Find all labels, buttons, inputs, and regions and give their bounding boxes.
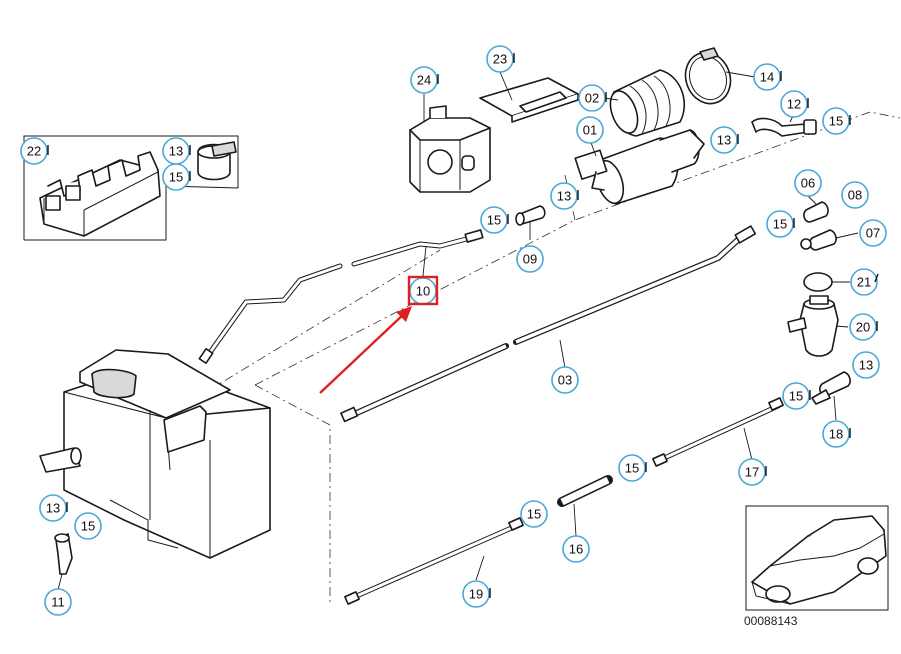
part-22-hose <box>652 397 784 467</box>
callout-label: 21 <box>857 275 871 290</box>
callout-label: 20 <box>856 320 870 335</box>
callout-13-inset: 13 <box>162 137 191 165</box>
callout-07: 07 <box>859 219 887 247</box>
part-clip-in-inset <box>197 141 237 181</box>
callout-15-center: 15 <box>618 454 647 482</box>
callout-13-right: 13 <box>852 351 880 379</box>
callout-20: 24 <box>410 66 439 94</box>
callout-label: 02 <box>585 91 599 106</box>
callout-label: 18 <box>829 427 843 442</box>
assembly-outline <box>159 111 901 605</box>
part-18-cable-bracket <box>39 151 161 237</box>
callout-label: 13 <box>46 501 60 516</box>
callout-10: 10 <box>409 277 438 305</box>
reservoir-neck <box>39 447 82 473</box>
callout-17: 21 <box>850 268 879 296</box>
callout-label: 01 <box>583 123 597 138</box>
callout-label: 14 <box>760 70 774 85</box>
part-10-hose <box>198 229 484 365</box>
callout-13-left: 13 <box>39 494 68 522</box>
part-01-washer-pump <box>574 129 705 205</box>
callout-15-mid: 15 <box>480 206 509 234</box>
callout-label: 15 <box>169 170 183 185</box>
callout-15-lower: 15 <box>520 500 548 528</box>
callout-label: 17 <box>745 465 759 480</box>
callout-label: 13 <box>859 358 873 373</box>
callout-label: 15 <box>527 507 541 522</box>
callout-15-left: 15 <box>74 512 102 540</box>
part-09-connector <box>515 205 546 226</box>
callout-21: 16 <box>562 535 590 563</box>
callout-label: 11 <box>51 595 65 610</box>
part-12-elbow-hose <box>751 117 817 137</box>
callout-18: 22 <box>20 137 49 165</box>
highlight-box-10 <box>407 275 439 306</box>
callout-label: 15 <box>789 389 803 404</box>
highlight-arrowhead <box>396 306 412 322</box>
callout-13-top: 13 <box>710 126 739 154</box>
part-07-connector <box>800 229 837 251</box>
part-20-holder <box>409 105 491 193</box>
part-03-hose <box>340 225 757 423</box>
callout-label: 08 <box>848 188 862 203</box>
callout-label: 24 <box>417 73 431 88</box>
callout-09: 09 <box>516 245 544 273</box>
highlight-arrow <box>319 311 407 394</box>
callout-label: 13 <box>557 189 571 204</box>
callout-15-right: 15 <box>766 210 795 238</box>
callout-01: 01 <box>576 116 604 144</box>
callout-11: 11 <box>44 588 72 616</box>
callout-label: 13 <box>717 133 731 148</box>
vehicle-thumbnail <box>745 505 889 611</box>
callout-23: 18 <box>822 420 851 448</box>
leader-lines <box>57 71 859 591</box>
callout-06: 06 <box>794 169 822 197</box>
callout-label: 19 <box>469 587 483 602</box>
part-16-check-valve <box>787 295 839 357</box>
callout-label: 15 <box>829 114 843 129</box>
callout-08: 08 <box>841 181 869 209</box>
part-17-o-ring <box>803 272 833 292</box>
catalog-number: 00088143 <box>744 614 798 628</box>
part-02-bellows <box>609 69 685 137</box>
callout-02: 02 <box>578 84 607 112</box>
callout-14: 14 <box>753 63 782 91</box>
callout-label: 15 <box>625 461 639 476</box>
washer-reservoir <box>63 349 271 559</box>
callout-03: 03 <box>551 366 579 394</box>
part-23-connector <box>811 371 851 405</box>
part-11-fitting <box>54 533 73 575</box>
callout-label: 22 <box>27 144 41 159</box>
part-24-hose <box>344 517 524 605</box>
callout-label: 15 <box>487 213 501 228</box>
callout-label: 23 <box>493 52 507 67</box>
part-19-plate <box>479 77 579 123</box>
callout-12: 12 <box>780 90 809 118</box>
callout-label: 03 <box>558 373 572 388</box>
callout-label: 15 <box>81 519 95 534</box>
callout-label: 07 <box>866 226 880 241</box>
callout-22: 17 <box>738 458 767 486</box>
callout-16: 20 <box>849 313 878 341</box>
callout-label: 16 <box>569 542 583 557</box>
callout-label: 06 <box>801 176 815 191</box>
part-14-hose-clamp <box>684 47 732 105</box>
callout-19: 23 <box>486 45 515 73</box>
callout-15-inset: 15 <box>162 163 191 191</box>
callout-label: 12 <box>787 97 801 112</box>
callout-label: 13 <box>169 144 183 159</box>
part-06-connector <box>803 201 829 223</box>
callout-label: 09 <box>523 252 537 267</box>
callout-24: 19 <box>462 580 491 608</box>
callout-13-mid: 13 <box>550 182 579 210</box>
highlight-annotation <box>319 275 439 394</box>
callout-label: 15 <box>773 217 787 232</box>
part-21-hose <box>557 475 613 507</box>
callout-label: 10 <box>416 284 430 299</box>
callout-15-lower-right: 15 <box>782 382 811 410</box>
callout-15-top-right: 15 <box>822 107 851 135</box>
